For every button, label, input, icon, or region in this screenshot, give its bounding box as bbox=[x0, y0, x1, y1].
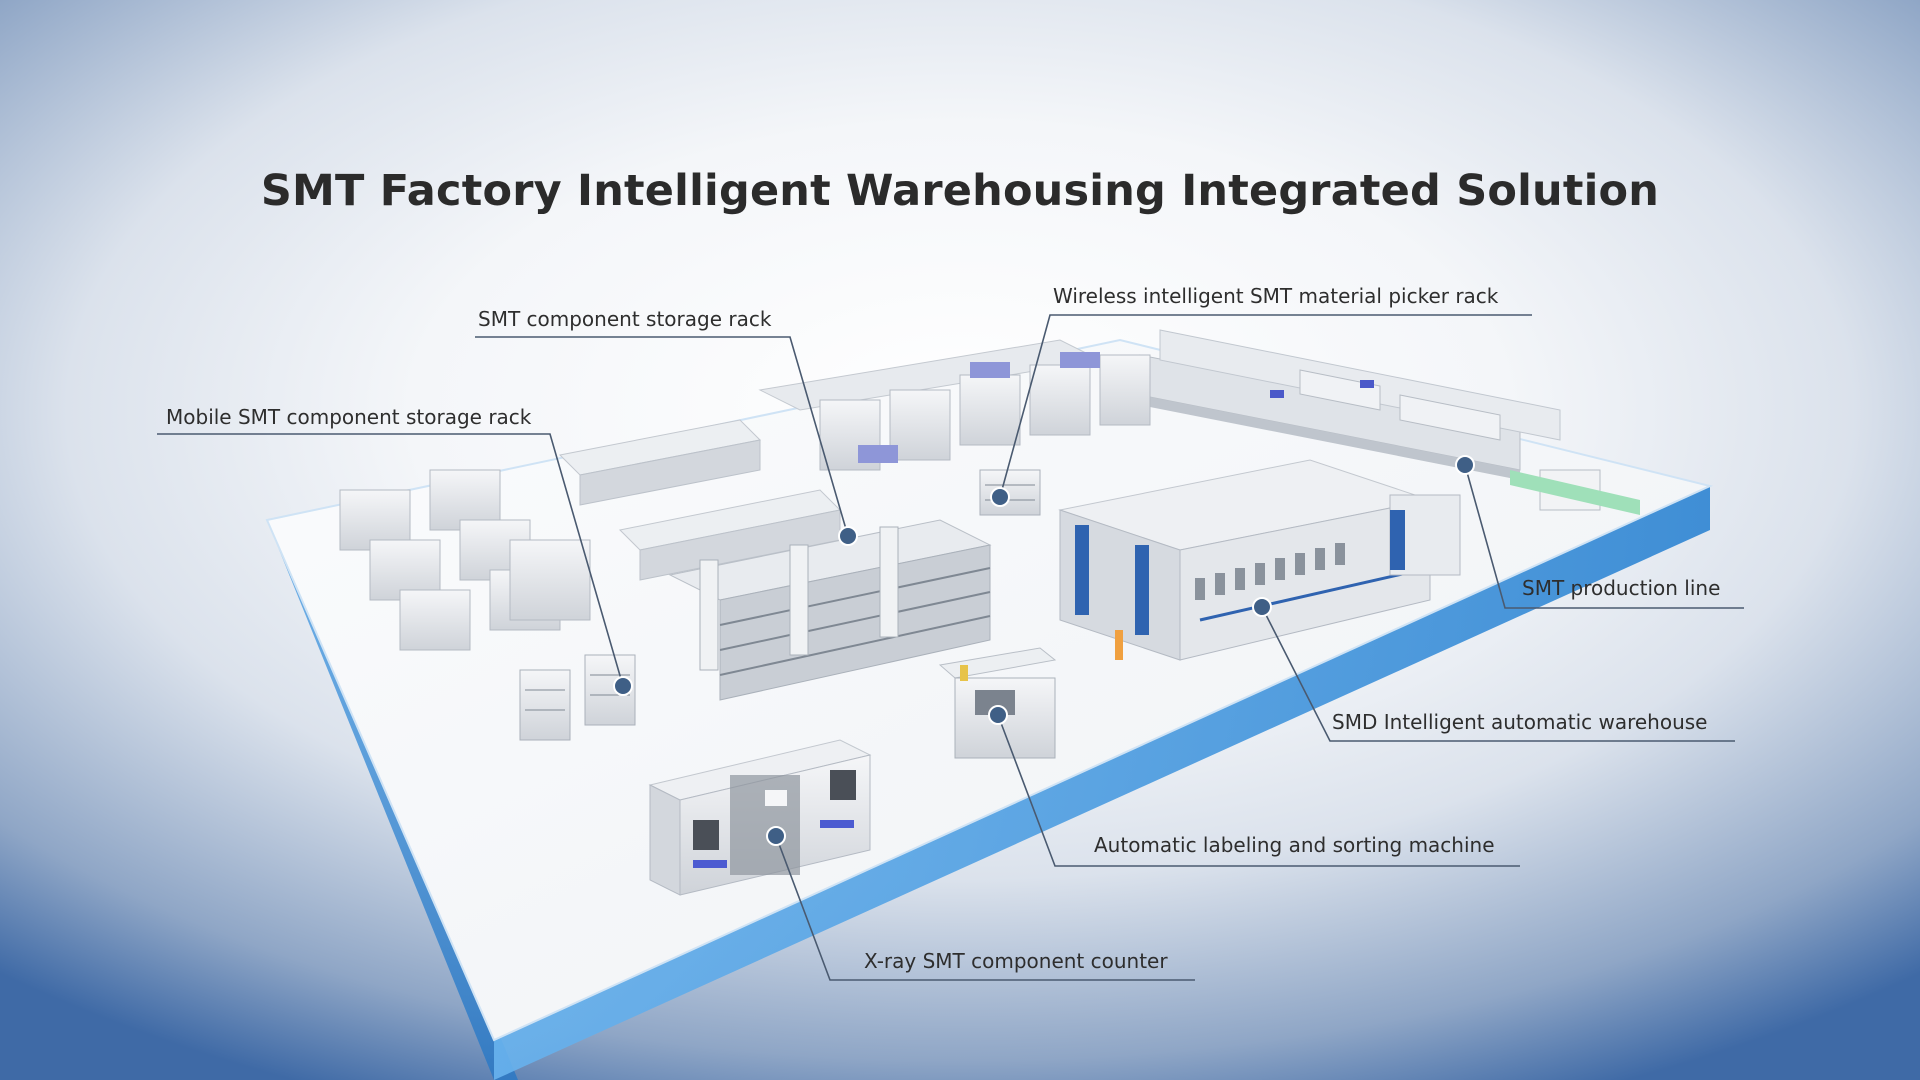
pick-and-place-machines bbox=[758, 339, 1151, 471]
leader-labeling-machine bbox=[997, 714, 1520, 867]
marker-dots bbox=[613, 455, 1475, 846]
label-component-storage-rack: SMT component storage rack bbox=[478, 307, 772, 331]
xray-counter-machine bbox=[648, 739, 872, 896]
page-title: SMT Factory Intelligent Warehousing Inte… bbox=[260, 166, 1660, 216]
leader-automatic-warehouse bbox=[1261, 606, 1735, 742]
label-production-line: SMT production line bbox=[1522, 576, 1721, 600]
platform-front-edge bbox=[494, 486, 1710, 1080]
component-storage-racks bbox=[668, 519, 992, 701]
label-automatic-warehouse: SMD Intelligent automatic warehouse bbox=[1332, 710, 1708, 734]
marker-xray-counter bbox=[766, 826, 786, 846]
left-machine-cluster bbox=[339, 469, 591, 651]
leader-production-line bbox=[1464, 464, 1744, 609]
warehouse-windows bbox=[1195, 543, 1345, 600]
label-xray-counter: X-ray SMT component counter bbox=[864, 949, 1168, 973]
picker-rack bbox=[979, 469, 1041, 516]
marker-labeling-machine bbox=[988, 705, 1008, 725]
label-wireless-picker-rack: Wireless intelligent SMT material picker… bbox=[1053, 284, 1499, 308]
leader-component-storage-rack bbox=[475, 336, 849, 537]
reflow-ovens bbox=[558, 419, 842, 581]
marker-component-storage-rack bbox=[838, 526, 858, 546]
marker-wireless-picker-rack bbox=[990, 487, 1010, 507]
smt-production-line-machines bbox=[1139, 329, 1640, 515]
label-labeling-machine: Automatic labeling and sorting machine bbox=[1094, 833, 1495, 857]
automatic-warehouse bbox=[1058, 459, 1461, 661]
leader-xray-counter bbox=[775, 835, 1195, 981]
leader-lines bbox=[157, 314, 1744, 981]
marker-production-line bbox=[1455, 455, 1475, 475]
leader-mobile-storage-rack bbox=[157, 433, 624, 687]
marker-mobile-storage-rack bbox=[613, 676, 633, 696]
marker-automatic-warehouse bbox=[1252, 597, 1272, 617]
label-mobile-storage-rack: Mobile SMT component storage rack bbox=[166, 405, 532, 429]
leader-wireless-picker-rack bbox=[999, 314, 1532, 498]
